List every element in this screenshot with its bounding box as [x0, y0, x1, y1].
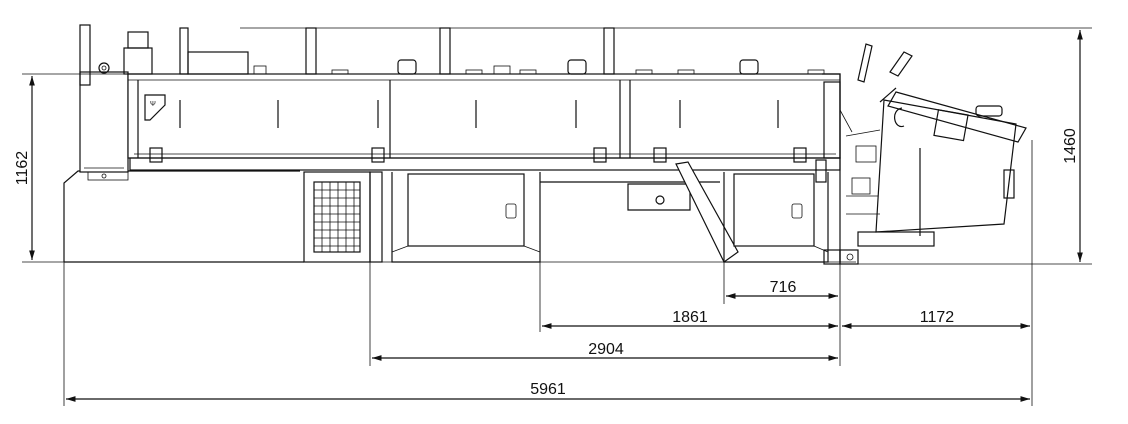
dim-label-height-right: 1460 — [1062, 128, 1079, 164]
machine-outline: Ψ — [63, 24, 1027, 265]
support-arm — [675, 161, 739, 263]
head-unit — [839, 43, 1027, 247]
fan-unit — [303, 171, 371, 263]
top-posts — [123, 27, 825, 75]
dimension-labels: 1162 1460 716 1861 1172 2904 5961 — [14, 128, 1079, 398]
dim-label-2904: 2904 — [588, 341, 624, 358]
dim-label-716: 716 — [770, 279, 797, 296]
control-cabinet — [79, 71, 129, 173]
warning-sign-icon — [144, 94, 166, 121]
svg-text:Ψ: Ψ — [150, 101, 156, 108]
dim-label-1172: 1172 — [920, 309, 955, 326]
hinges — [149, 147, 807, 163]
dim-label-height-left: 1162 — [14, 151, 31, 186]
dim-label-1861: 1861 — [672, 309, 708, 326]
vent-slots — [179, 100, 779, 128]
fan-grille — [313, 181, 361, 253]
base-plinth — [63, 170, 300, 262]
dimension-lines — [22, 27, 1092, 406]
conveyor-trough — [127, 73, 841, 159]
dim-label-5961: 5961 — [530, 381, 566, 398]
